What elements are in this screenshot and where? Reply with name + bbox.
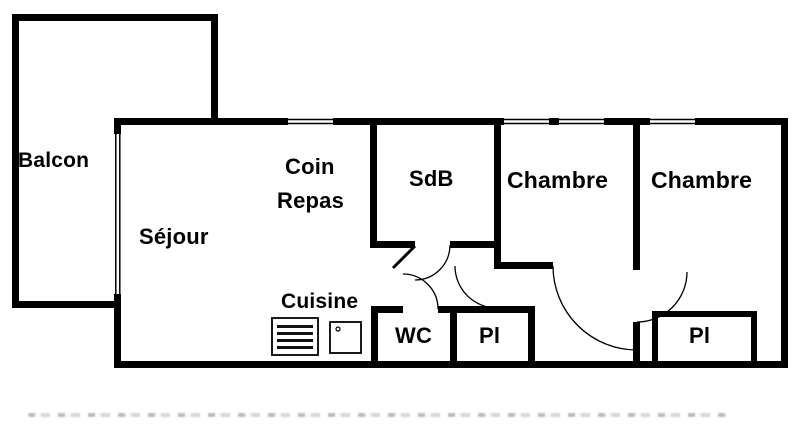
room-label-coin-repas-line1: Coin <box>285 154 335 179</box>
room-label-chambre-2: Chambre <box>651 167 753 193</box>
room-label-placard-1: Pl <box>479 323 501 348</box>
window-mask <box>559 117 604 126</box>
wall-wc-pl1-top <box>438 306 535 313</box>
room-label-sdb: SdB <box>409 166 454 191</box>
wall-chambre2-left-lower <box>633 322 640 368</box>
stove-burner-line <box>277 339 313 342</box>
room-label-coin-repas-line2: Repas <box>277 188 345 213</box>
kitchen-fixtures <box>271 317 362 356</box>
wall-balcony-top <box>12 14 218 21</box>
stove-burner-line <box>277 325 313 328</box>
wall-pl2-top <box>652 311 757 317</box>
sink-icon <box>329 321 362 354</box>
wall-pl2-right <box>751 311 757 361</box>
room-label-balcon: Balcon <box>18 149 90 172</box>
wall-balcony-left <box>12 14 19 308</box>
wall-apartment-top <box>114 118 788 125</box>
wall-sdb-bottom-left <box>370 241 415 248</box>
room-label-chambre-1: Chambre <box>507 167 609 193</box>
wall-wc-left <box>371 306 378 366</box>
room-label-cuisine: Cuisine <box>281 290 359 313</box>
wall-apartment-left-bottom-stub <box>114 294 121 368</box>
window-mask <box>288 117 333 126</box>
wall-sdb-bottom-right <box>450 241 501 248</box>
sink-tap-icon <box>335 326 341 332</box>
scan-artifact <box>28 413 728 417</box>
windows <box>115 117 695 294</box>
walls <box>12 14 788 368</box>
window-mask <box>504 117 549 126</box>
wall-sdb-left <box>370 118 377 248</box>
wall-apartment-right <box>781 118 788 368</box>
wall-balcony-right <box>211 14 218 124</box>
wall-pl1-right <box>528 306 535 366</box>
room-label-sejour: Séjour <box>139 224 209 249</box>
door-arc-chambre1 <box>552 265 638 351</box>
doors <box>391 244 688 351</box>
door-arc-hall <box>454 265 498 309</box>
stove-icon <box>271 317 319 356</box>
door-leaf-sdb <box>391 244 417 270</box>
door-arc-sdb <box>414 244 451 281</box>
wall-sdb-right <box>494 118 501 269</box>
window-mask <box>650 117 695 126</box>
wall-chambre1-bottom <box>494 262 553 269</box>
room-label-placard-2: Pl <box>689 323 711 348</box>
wall-balcony-bottom <box>12 301 120 308</box>
wall-wc-top-left <box>371 306 403 313</box>
door-arc-chambre2 <box>636 271 688 323</box>
wall-wc-right <box>450 306 457 366</box>
door-arc-wc <box>402 273 439 310</box>
wall-chambre2-left-upper <box>633 118 640 270</box>
stove-burner-line <box>277 346 313 349</box>
stove-burner-line <box>277 332 313 335</box>
wall-pl2-left <box>652 311 658 361</box>
room-label-wc: WC <box>395 323 433 348</box>
wall-apartment-left-top-stub <box>114 118 121 134</box>
